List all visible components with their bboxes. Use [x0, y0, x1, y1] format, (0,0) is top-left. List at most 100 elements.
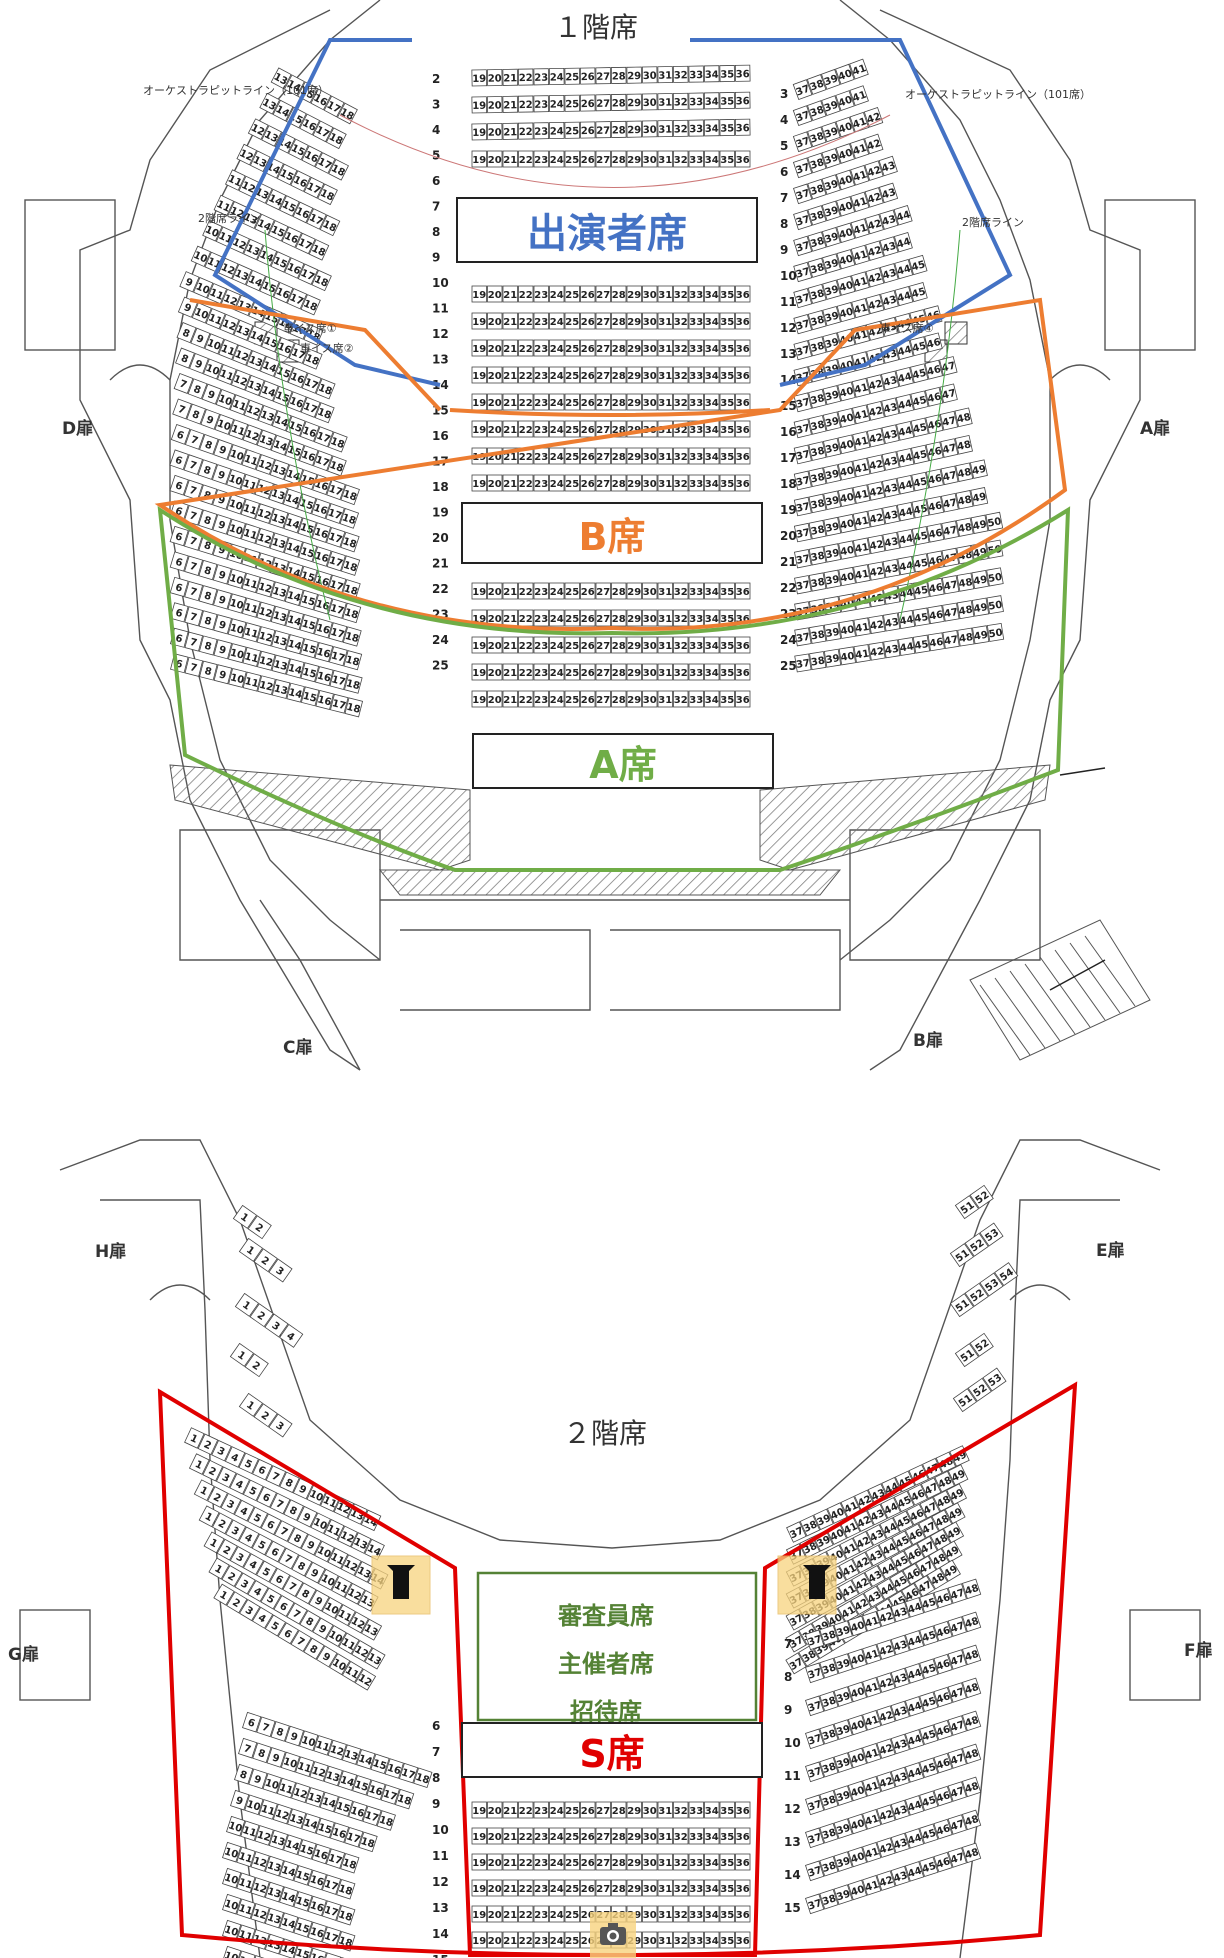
- seat: [626, 285, 642, 303]
- row-number: 12: [432, 1875, 449, 1889]
- seat: [735, 636, 751, 654]
- seat: [734, 91, 751, 109]
- seat-number: 50: [988, 600, 1004, 613]
- seat-number: 33: [689, 371, 703, 382]
- seat: [487, 150, 503, 168]
- seat: [518, 150, 534, 168]
- seat: [673, 312, 689, 330]
- seat-number: 24: [550, 155, 564, 166]
- seat: [533, 285, 549, 303]
- seat-number: 36: [736, 344, 750, 355]
- seat: [288, 138, 309, 161]
- seat-number: 19: [472, 74, 486, 85]
- seat: [548, 67, 565, 86]
- row-number: 3: [432, 98, 440, 112]
- seat: [301, 145, 323, 168]
- seat-number: 41: [855, 622, 871, 635]
- seat: [595, 150, 611, 168]
- seat-number: 35: [720, 96, 734, 107]
- seat-number: 19: [472, 398, 486, 409]
- seat-number: 24: [550, 398, 564, 409]
- seat: [735, 582, 751, 600]
- seat: [533, 150, 549, 168]
- seat: [580, 312, 596, 330]
- seat-number: 21: [503, 641, 517, 652]
- seat-number: 31: [658, 1910, 672, 1921]
- seat-number: 45: [914, 612, 930, 625]
- seat: [486, 69, 503, 87]
- seat-number: 31: [658, 641, 672, 652]
- box-seat-left: 12: [229, 1342, 269, 1378]
- seat-number: 19: [472, 101, 486, 112]
- seat: [704, 150, 720, 168]
- seat-number: 33: [689, 1936, 703, 1947]
- seat-number: 21: [503, 344, 517, 355]
- seat-number: 22: [519, 425, 533, 436]
- seat-number: 32: [674, 317, 688, 328]
- seat-number: 35: [720, 668, 734, 679]
- seat-number: 26: [581, 398, 595, 409]
- seat-number: 35: [720, 1910, 734, 1921]
- seat-number: 28: [612, 641, 626, 652]
- seat-number: 24: [550, 72, 564, 83]
- seat: [564, 339, 580, 357]
- seat: [549, 690, 565, 708]
- seat-number: 19: [472, 641, 486, 652]
- floor2-box-seats: 1212312341212351525152535152535451525152…: [229, 1184, 1019, 1438]
- door-a: A扉: [1140, 419, 1171, 439]
- seat-number: 35: [720, 1884, 734, 1895]
- seat-number: 34: [705, 344, 719, 355]
- seat-number: 25: [565, 398, 579, 409]
- seat-number: 24: [550, 479, 564, 490]
- seat-number: 30: [643, 371, 657, 382]
- seat-number: 19: [472, 290, 486, 301]
- seat: [487, 312, 503, 330]
- seat-number: 35: [720, 1832, 734, 1843]
- seat: [626, 120, 643, 138]
- row-number: 4: [780, 113, 788, 127]
- seat: [734, 64, 751, 82]
- seat-number: 33: [689, 317, 703, 328]
- seat: [518, 663, 534, 681]
- seat: [564, 447, 580, 465]
- seat-number: 42: [869, 619, 885, 632]
- door-c: C扉: [283, 1038, 313, 1058]
- seat-number: 23: [534, 1936, 548, 1947]
- seat-number: 22: [519, 344, 533, 355]
- seat-number: 22: [519, 100, 533, 111]
- seat-number: 21: [503, 1806, 517, 1817]
- seat: [595, 609, 611, 627]
- seat: [270, 67, 292, 90]
- seat-number: 29: [627, 695, 641, 706]
- seat-number: 20: [488, 1832, 502, 1843]
- seat: [610, 120, 627, 138]
- seat-number: 32: [674, 614, 688, 625]
- seat: [487, 366, 503, 384]
- seat-number: 28: [612, 1858, 626, 1869]
- seat: [533, 609, 549, 627]
- seat-number: 23: [534, 155, 548, 166]
- seat: [719, 312, 735, 330]
- seat-number: 20: [488, 668, 502, 679]
- seat-number: 25: [565, 371, 579, 382]
- seat-number: 25: [565, 668, 579, 679]
- seat: [626, 150, 642, 168]
- seat-number: 30: [643, 290, 657, 301]
- seat: [611, 609, 627, 627]
- seat-number: 33: [689, 452, 703, 463]
- seat-number: 34: [705, 1858, 719, 1869]
- seat: [626, 582, 642, 600]
- seat-number: 36: [736, 1910, 750, 1921]
- seat-number: 25: [565, 425, 579, 436]
- box-seat-left: 123: [238, 1237, 293, 1283]
- seat: [704, 447, 720, 465]
- seat-number: 31: [658, 290, 672, 301]
- seat-number: 34: [705, 70, 719, 81]
- seat: [595, 447, 611, 465]
- seat: [247, 118, 269, 140]
- seat: [672, 65, 689, 83]
- row-number: 12: [432, 327, 449, 341]
- row-number: 21: [780, 555, 797, 569]
- seat: [704, 339, 720, 357]
